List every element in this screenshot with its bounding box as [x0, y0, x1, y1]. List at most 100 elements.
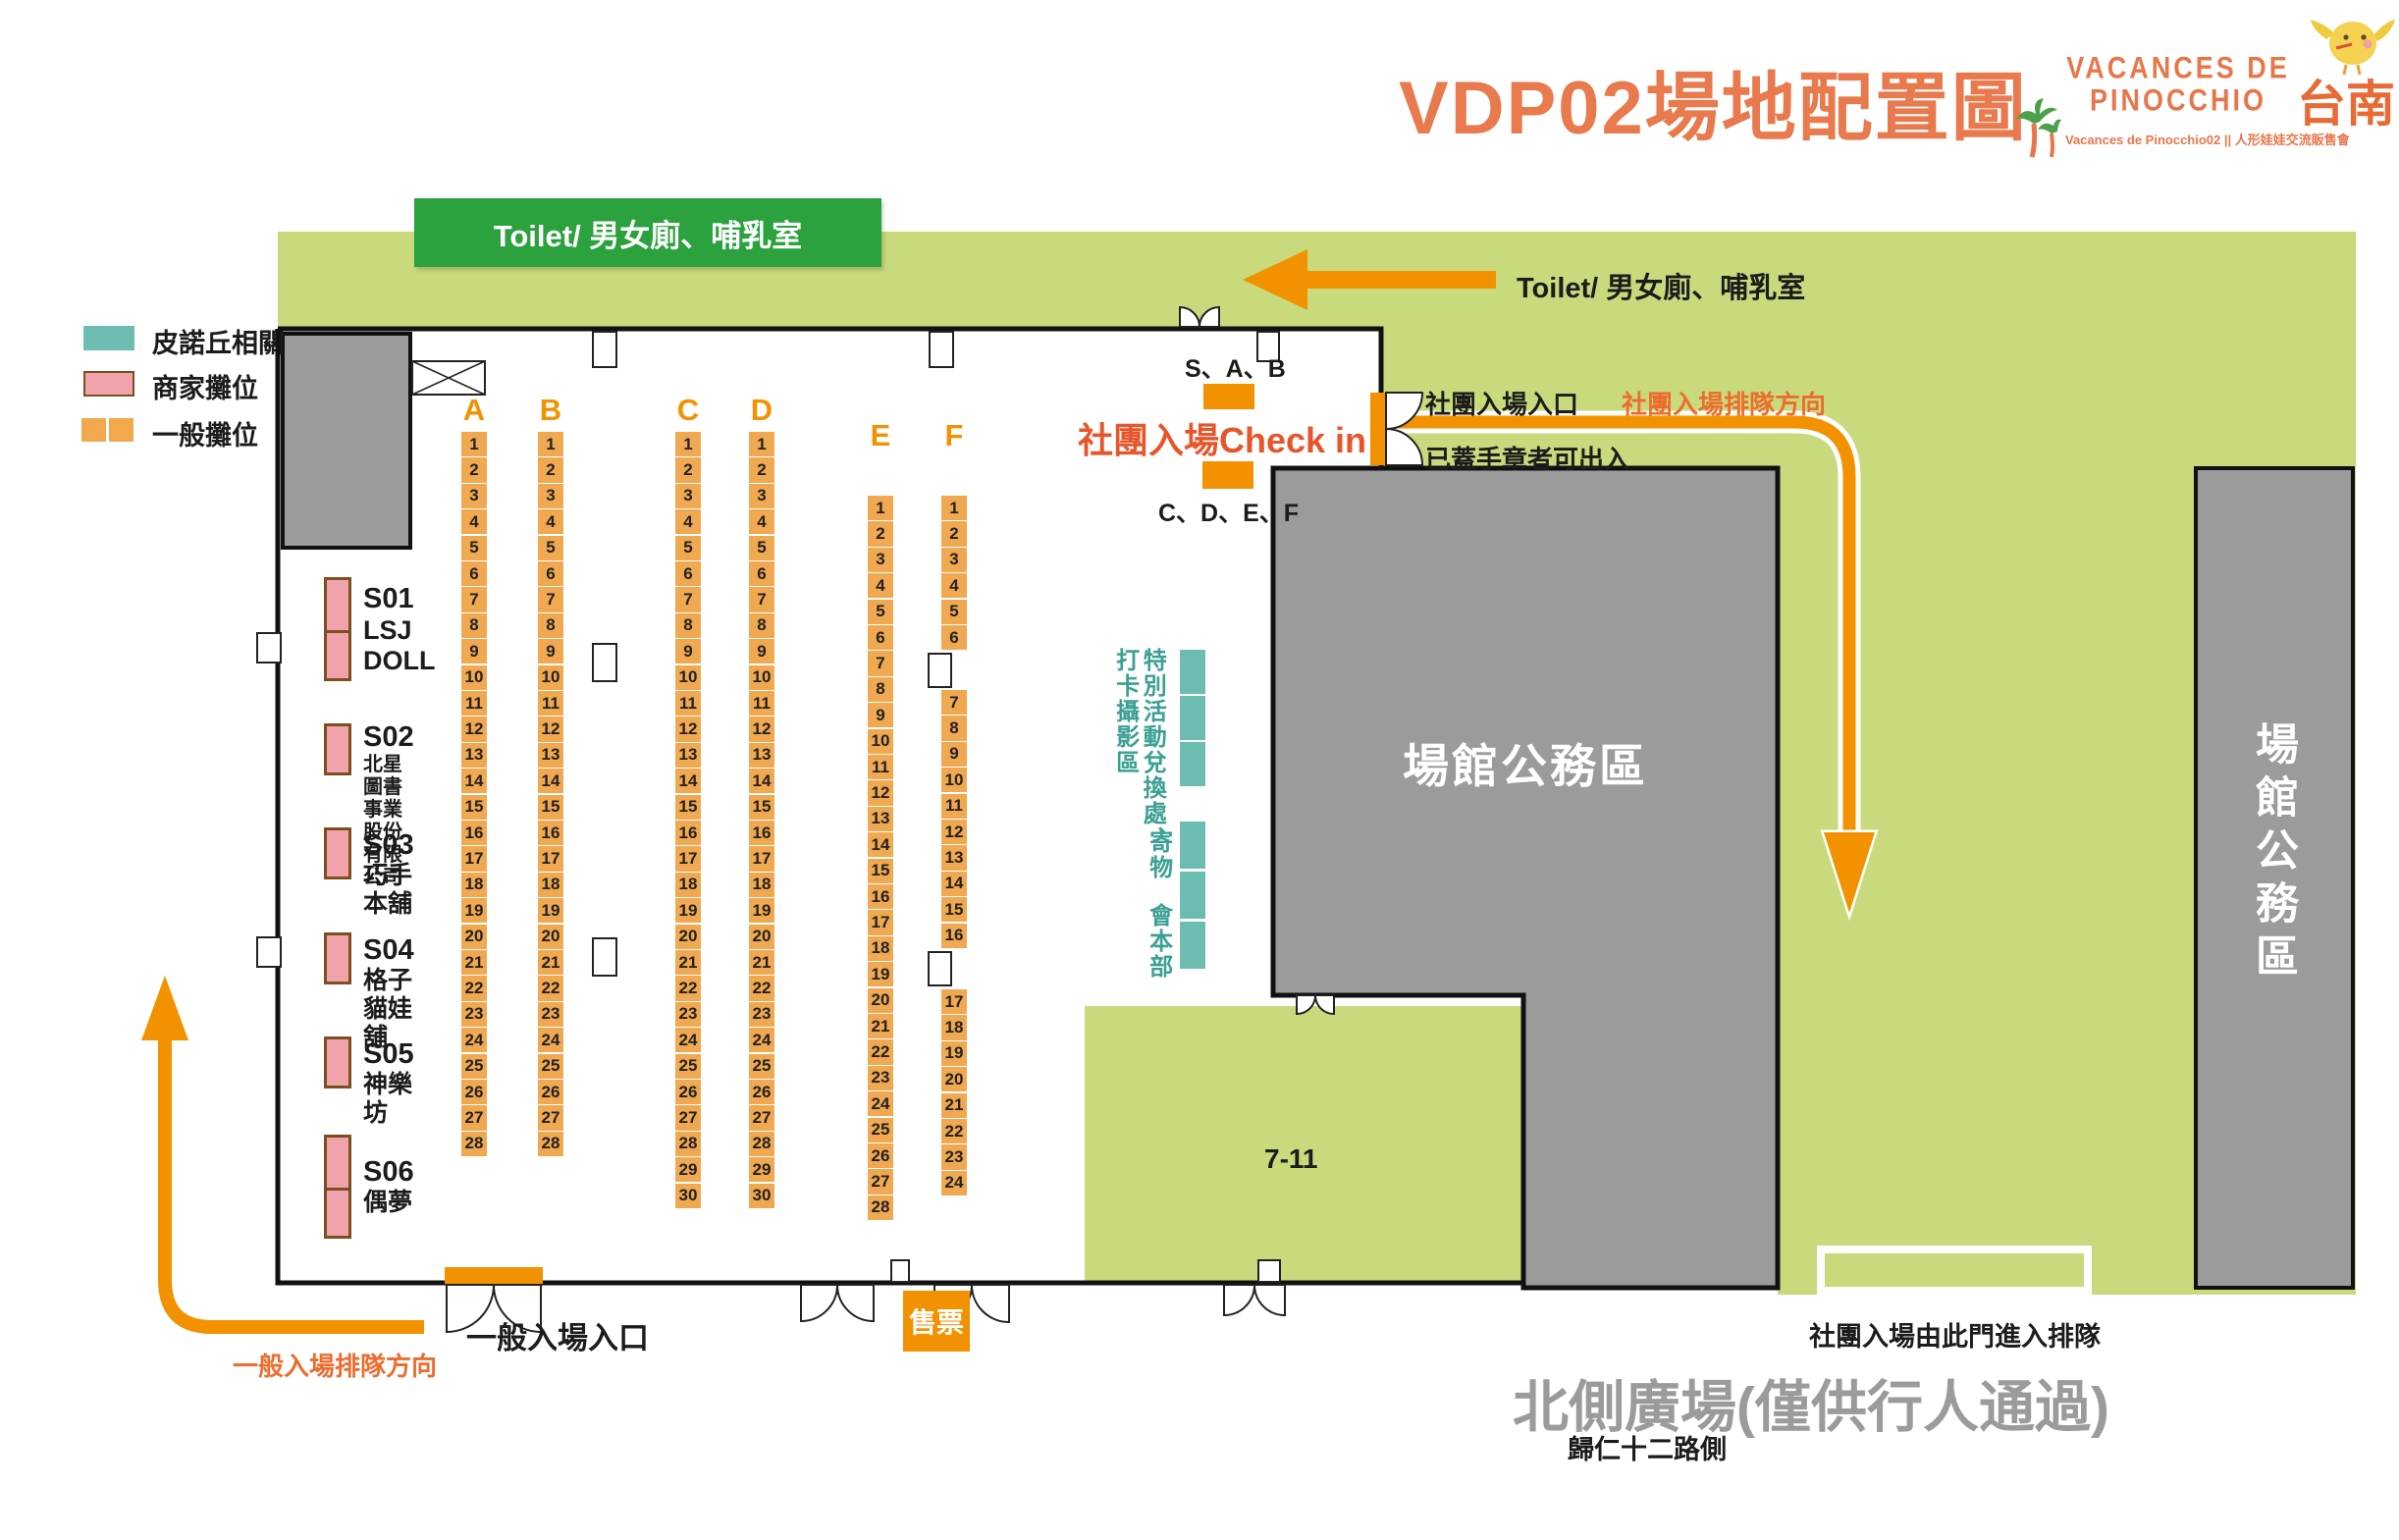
- booth-A25: 25: [461, 1053, 487, 1079]
- cdef-checkin-marker: [1202, 461, 1253, 489]
- hq-label: 會本部: [1145, 903, 1172, 980]
- booth-F14: 14: [941, 871, 967, 896]
- booth-B26: 26: [538, 1080, 563, 1105]
- booth-E20: 20: [868, 987, 893, 1013]
- booth-F5: 5: [941, 599, 967, 624]
- booth-F21: 21: [941, 1092, 967, 1118]
- toilet-banner: Toilet/ 男女廁、哺乳室: [414, 198, 881, 267]
- booth-D4: 4: [749, 509, 774, 535]
- booth-E23: 23: [868, 1065, 893, 1090]
- pillar: [929, 331, 954, 368]
- booth-C18: 18: [675, 872, 701, 897]
- booth-F1: 1: [941, 496, 967, 521]
- booth-C12: 12: [675, 717, 701, 742]
- general-queue-dir-label: 一般入場排隊方向: [233, 1352, 438, 1381]
- page-title: VDP02場地配置圖: [1399, 67, 2028, 150]
- booth-F8: 8: [941, 716, 967, 741]
- booth-D12: 12: [749, 717, 774, 742]
- booth-C22: 22: [675, 976, 701, 1001]
- booth-A5: 5: [461, 535, 487, 560]
- door-leaf: [492, 1284, 542, 1334]
- pillar: [1257, 1259, 1281, 1283]
- column-header-D: D: [750, 393, 773, 427]
- booth-B12: 12: [538, 717, 563, 742]
- booth-C27: 27: [675, 1105, 701, 1131]
- door-leaf: [1253, 1284, 1286, 1317]
- booth-B8: 8: [538, 612, 563, 638]
- booth-name: 北星圖書事業: [363, 754, 402, 822]
- door-leaf: [800, 1284, 839, 1323]
- booth-F11: 11: [941, 793, 967, 819]
- booth-S03: [324, 827, 351, 879]
- booth-D25: 25: [749, 1053, 774, 1079]
- booth-E15: 15: [868, 858, 893, 883]
- booth-A26: 26: [461, 1080, 487, 1105]
- logo-line1: VACANCES DE: [2066, 50, 2290, 85]
- crossed-box: [411, 360, 486, 396]
- booth-D17: 17: [749, 846, 774, 872]
- logo-subtitle: Vacances de Pinocchio02 || 人形娃娃交流販售會: [2065, 133, 2350, 147]
- toilet-arrow-label: Toilet/ 男女廁、哺乳室: [1517, 273, 1806, 304]
- booth-F17: 17: [941, 989, 967, 1015]
- booth-D15: 15: [749, 794, 774, 820]
- booth-A17: 17: [461, 846, 487, 872]
- booth-A4: 4: [461, 509, 487, 535]
- booth-C20: 20: [675, 924, 701, 949]
- ticket-booth: 售票: [903, 1291, 970, 1352]
- booth-E5: 5: [868, 599, 893, 624]
- booth-C21: 21: [675, 950, 701, 976]
- booth-divider: [327, 630, 348, 633]
- door-leaf: [1385, 427, 1424, 466]
- booth-D16: 16: [749, 821, 774, 846]
- special-line2: 打卡攝影區: [1111, 648, 1139, 775]
- booth-A18: 18: [461, 872, 487, 897]
- toilet-arrow: [1243, 249, 1496, 310]
- booth-C9: 9: [675, 639, 701, 664]
- booth-B25: 25: [538, 1053, 563, 1079]
- door-leaf: [1313, 994, 1335, 1016]
- booth-F24: 24: [941, 1170, 967, 1195]
- toilet-banner-label: Toilet/ 男女廁、哺乳室: [493, 218, 803, 253]
- booth-id: S06: [363, 1156, 414, 1188]
- booth-E9: 9: [868, 703, 893, 728]
- booth-B24: 24: [538, 1028, 563, 1053]
- door-leaf: [835, 1284, 875, 1323]
- booth-A15: 15: [461, 794, 487, 820]
- booth-C3: 3: [675, 483, 701, 508]
- office-area-center: [1270, 465, 1781, 1291]
- booth-B28: 28: [538, 1131, 563, 1156]
- pillar: [928, 951, 952, 986]
- booth-B7: 7: [538, 587, 563, 612]
- column-header-C: C: [676, 393, 700, 427]
- club-queue-arrow: [1386, 410, 1879, 922]
- palm-tree-icon: [2016, 98, 2061, 158]
- deposit-label: 寄物: [1145, 829, 1172, 880]
- booth-C13: 13: [675, 742, 701, 768]
- club-door-note-label: 社團入場由此門進入排隊: [1809, 1322, 2101, 1352]
- booth-B21: 21: [538, 950, 563, 976]
- booth-C15: 15: [675, 794, 701, 820]
- booth-A21: 21: [461, 950, 487, 976]
- club-queue-dir-label: 社團入場排隊方向: [1622, 390, 1827, 419]
- booth-C30: 30: [675, 1183, 701, 1208]
- special-line1: 特別活動兌換處、: [1139, 648, 1166, 852]
- booth-F18: 18: [941, 1015, 967, 1040]
- booth-E25: 25: [868, 1117, 893, 1142]
- general-entrance-bar: [445, 1267, 543, 1284]
- booth-B27: 27: [538, 1105, 563, 1131]
- booth-E11: 11: [868, 755, 893, 780]
- booth-D27: 27: [749, 1105, 774, 1131]
- booth-E4: 4: [868, 573, 893, 599]
- booth-C14: 14: [675, 769, 701, 794]
- booth-C7: 7: [675, 587, 701, 612]
- booth-D26: 26: [749, 1080, 774, 1105]
- club-entrance-label: 社團入場入口: [1425, 390, 1579, 419]
- booth-A14: 14: [461, 769, 487, 794]
- booth-C25: 25: [675, 1053, 701, 1079]
- general-queue-arrow: [141, 976, 424, 1334]
- booth-E24: 24: [868, 1091, 893, 1117]
- booth-F16: 16: [941, 923, 967, 948]
